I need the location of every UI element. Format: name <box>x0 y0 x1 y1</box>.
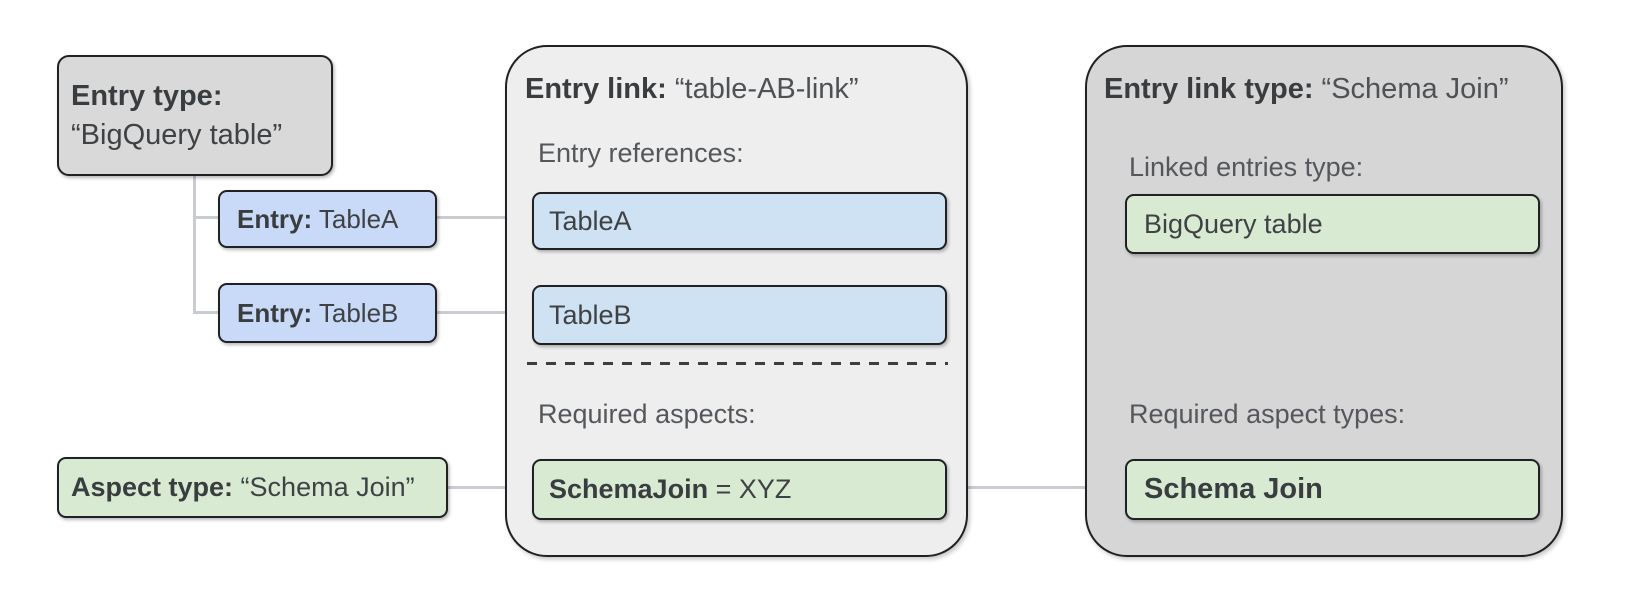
aspect-type-bold: Aspect type: <box>71 472 234 502</box>
connector-requiredaspect-to-aspecttypebox <box>943 486 1125 489</box>
aspect-type-value: “Schema Join” <box>233 472 415 502</box>
required-aspect-types-label: Required aspect types: <box>1129 399 1406 429</box>
entry-link-type-panel-title: Entry link type: “Schema Join” <box>1104 73 1509 106</box>
entry-tableb-bold: Entry: <box>237 297 313 328</box>
required-aspects-label: Required aspects: <box>538 399 756 429</box>
connector-entrytype-trunk <box>193 176 196 314</box>
entry-reference-tablea-label: TableA <box>549 205 632 236</box>
connector-entry-a-to-reference-a <box>435 216 532 219</box>
entry-tablea-box: Entry: TableA <box>218 190 437 248</box>
entry-type-box: Entry type: “BigQuery table” <box>57 55 333 176</box>
dashed-divider <box>527 362 948 365</box>
entry-type-value: “BigQuery table” <box>71 118 283 151</box>
entry-reference-tableb-label: TableB <box>549 299 632 330</box>
entry-link-panel: Entry link: “table-AB-link” Entry refere… <box>505 45 968 557</box>
linked-entry-type-label: BigQuery table <box>1144 208 1323 239</box>
entry-reference-tablea-box: TableA <box>532 192 947 250</box>
entry-tableb-value: TableB <box>312 297 399 328</box>
connector-entrytype-to-entry-a <box>193 216 220 219</box>
required-aspect-bold: SchemaJoin <box>549 474 709 504</box>
entry-link-type-panel: Entry link type: “Schema Join” Linked en… <box>1085 45 1563 557</box>
connector-entrytype-to-entry-b <box>193 311 220 314</box>
entry-tableb-box: Entry: TableB <box>218 283 437 343</box>
required-aspect-type-schemajoin-box: Schema Join <box>1125 459 1540 520</box>
entry-link-title-value: “table-AB-link” <box>666 73 859 105</box>
entry-tablea-bold: Entry: <box>237 203 313 234</box>
required-aspect-type-label: Schema Join <box>1144 473 1323 505</box>
linked-entry-type-bigquery-box: BigQuery table <box>1125 194 1540 254</box>
entry-type-bold: Entry type: <box>71 79 223 112</box>
entry-link-title-bold: Entry link: <box>525 73 667 105</box>
connector-aspecttype-to-requiredaspect <box>446 486 532 489</box>
entry-tablea-value: TableA <box>312 203 399 234</box>
entry-link-type-title-value: “Schema Join” <box>1313 73 1509 105</box>
aspect-type-box: Aspect type: “Schema Join” <box>57 457 448 518</box>
entry-link-type-title-bold: Entry link type: <box>1104 73 1314 105</box>
required-aspect-value: = XYZ <box>708 474 792 504</box>
entry-references-label: Entry references: <box>538 138 744 168</box>
required-aspect-schemajoin-box: SchemaJoin = XYZ <box>532 459 947 520</box>
entry-reference-tableb-box: TableB <box>532 285 947 345</box>
connector-entry-b-to-reference-b <box>435 311 532 314</box>
entry-link-panel-title: Entry link: “table-AB-link” <box>525 73 859 106</box>
linked-entries-type-label: Linked entries type: <box>1129 152 1364 182</box>
